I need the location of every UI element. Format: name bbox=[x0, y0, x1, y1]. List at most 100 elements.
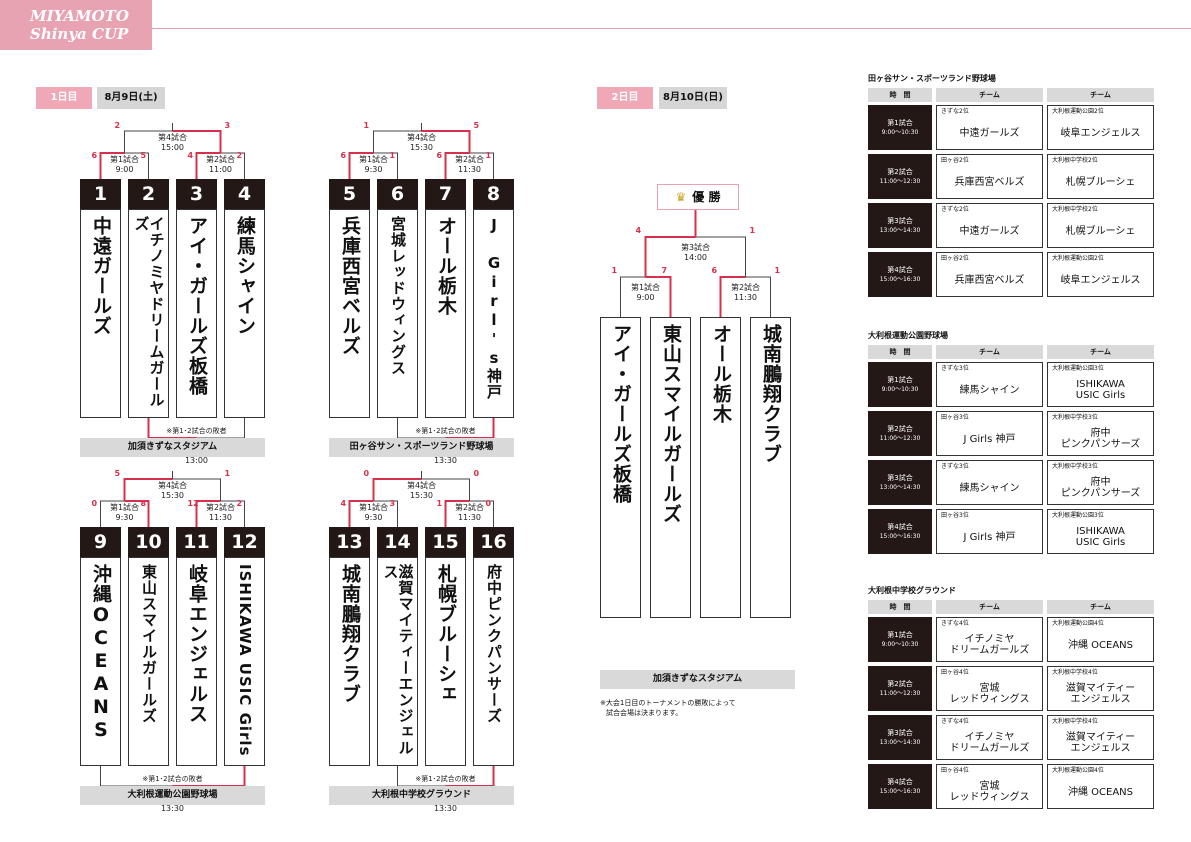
team-name: イチノミヤ ドリームガールズ bbox=[937, 631, 1042, 659]
game-1-title: 第1試合 bbox=[109, 155, 140, 164]
team-name-box: 札幌ブルーシェ bbox=[425, 557, 466, 766]
game-3-time: 13:30 bbox=[160, 804, 185, 813]
team-name: 岐阜エンジェルス bbox=[1048, 119, 1153, 147]
match-line bbox=[645, 276, 672, 317]
score: 3 bbox=[224, 121, 231, 130]
team-name-box: 沖縄OCEANS bbox=[80, 557, 121, 766]
final-team-box: 東山スマイルガールズ bbox=[650, 317, 691, 618]
final-game-2-title: 第2試合 bbox=[730, 283, 761, 292]
team-name: 兵庫西宮ベルズ bbox=[937, 168, 1042, 196]
match-line bbox=[444, 500, 470, 527]
header-time: 時 間 bbox=[868, 345, 932, 359]
team-name: 練馬シャイン bbox=[234, 216, 256, 336]
team-seed-label: 大利根運動公園2位 bbox=[1052, 255, 1104, 262]
venue-label: 加須きずなスタジアム bbox=[80, 438, 265, 457]
game-4-title: 第4試合 bbox=[406, 481, 437, 490]
team-seed-label: 大利根中学校2位 bbox=[1052, 206, 1098, 213]
schedule-title: 大利根運動公園野球場 bbox=[868, 331, 948, 340]
match-line bbox=[620, 276, 646, 317]
team-name: オール栃木 bbox=[435, 216, 457, 316]
team-name-box: イチノミヤドリームガールズ bbox=[128, 209, 169, 418]
team-name: 沖縄 OCEANS bbox=[1048, 631, 1153, 659]
team-name: イチノミヤドリームガールズ bbox=[132, 216, 166, 408]
team-name: 札幌ブルーシェ bbox=[1048, 217, 1153, 245]
game-2-title: 第2試合 bbox=[205, 503, 236, 512]
game-time: 9:00〜10:30 bbox=[881, 129, 919, 136]
score: 1 bbox=[224, 469, 231, 478]
final-game-3-time: 14:00 bbox=[683, 253, 708, 262]
game-4-title: 第4試合 bbox=[157, 481, 188, 490]
team-seed-label: 大利根運動公園4位 bbox=[1052, 767, 1104, 774]
final-team-name: オール栃木 bbox=[710, 324, 732, 424]
game-4-title: 第4試合 bbox=[157, 133, 188, 142]
match-line bbox=[745, 276, 771, 317]
team-name-text: ISHIKAWA USIC Girls bbox=[1075, 379, 1126, 401]
team-seed-label: 田ヶ谷3位 bbox=[941, 414, 969, 421]
team-name-text: 練馬シャイン bbox=[959, 482, 1020, 494]
team-name: 練馬シャイン bbox=[937, 376, 1042, 404]
team-name-box: ISHIKAWA USIC Girls bbox=[224, 557, 265, 766]
game-2-time: 11:30 bbox=[457, 513, 482, 522]
game-1-time: 9:30 bbox=[364, 165, 383, 174]
header-team: チーム bbox=[1047, 88, 1154, 102]
final-team-name: 東山スマイルガールズ bbox=[660, 324, 682, 524]
team-name: 宮城レッドウィングス bbox=[389, 216, 407, 376]
game-time: 13:00〜14:30 bbox=[879, 227, 921, 234]
day1-date: 8月9日(土) bbox=[97, 87, 165, 109]
team-number: 7 bbox=[425, 179, 466, 209]
team-number: 2 bbox=[128, 179, 169, 209]
team-name-box: 滋賀マイティーエンジェルス bbox=[377, 557, 418, 766]
team-name-box: 府中ピンクパンサーズ bbox=[473, 557, 514, 766]
header-team: チーム bbox=[936, 88, 1043, 102]
loser-note: ※第1･2試合の敗者 bbox=[415, 427, 476, 435]
score: 3 bbox=[389, 499, 396, 508]
team-name: 練馬シャイン bbox=[937, 474, 1042, 502]
team-cell: 田ヶ谷2位兵庫西宮ベルズ bbox=[936, 154, 1043, 199]
game-2-title: 第2試合 bbox=[454, 503, 485, 512]
team-name: 中遠ガールズ bbox=[90, 216, 112, 336]
team-name-text: 中遠ガールズ bbox=[959, 127, 1020, 139]
team-name-box: 練馬シャイン bbox=[224, 209, 265, 418]
score: 4 bbox=[340, 499, 347, 508]
team-number: 1 bbox=[80, 179, 121, 209]
game-time: 9:00〜10:30 bbox=[881, 386, 919, 393]
team-cell: 田ヶ谷4位宮城 レッドウィングス bbox=[936, 764, 1043, 809]
team-seed-label: きずな2位 bbox=[941, 108, 969, 115]
team-name: ISHIKAWA USIC Girls bbox=[1048, 376, 1153, 404]
team-name-text: J Girls 神戸 bbox=[963, 531, 1016, 543]
score: 1 bbox=[389, 151, 396, 160]
header-team: チーム bbox=[1047, 345, 1154, 359]
final-venue: 加須きずなスタジアム bbox=[600, 670, 795, 689]
team-seed-label: 田ヶ谷4位 bbox=[941, 669, 969, 676]
team-name-text: 札幌ブルーシェ bbox=[1065, 225, 1136, 237]
team-name-box: 城南鵬翔クラブ bbox=[329, 557, 370, 766]
venue-label: 大利根運動公園野球場 bbox=[80, 786, 265, 805]
day2-tag: 2日目 bbox=[597, 87, 653, 109]
game-number: 第4試合 bbox=[887, 266, 913, 274]
team-name-text: 兵庫西宮ベルズ bbox=[954, 274, 1025, 286]
team-number: 13 bbox=[329, 527, 370, 557]
match-line bbox=[195, 500, 221, 527]
team-cell: 田ヶ谷4位宮城 レッドウィングス bbox=[936, 666, 1043, 711]
team-name-box: 兵庫西宮ベルズ bbox=[329, 209, 370, 418]
score: 2 bbox=[236, 499, 243, 508]
game-2-time: 11:00 bbox=[208, 165, 233, 174]
team-name: ISHIKAWA USIC Girls bbox=[1048, 523, 1153, 551]
team-name-text: J Girls 神戸 bbox=[963, 433, 1016, 445]
score: 4 bbox=[187, 151, 194, 160]
team-name-text: 岐阜エンジェルス bbox=[1060, 274, 1141, 286]
team-name: J Girl's神戸 bbox=[485, 216, 503, 400]
champion-label: 優 勝 bbox=[692, 190, 721, 204]
